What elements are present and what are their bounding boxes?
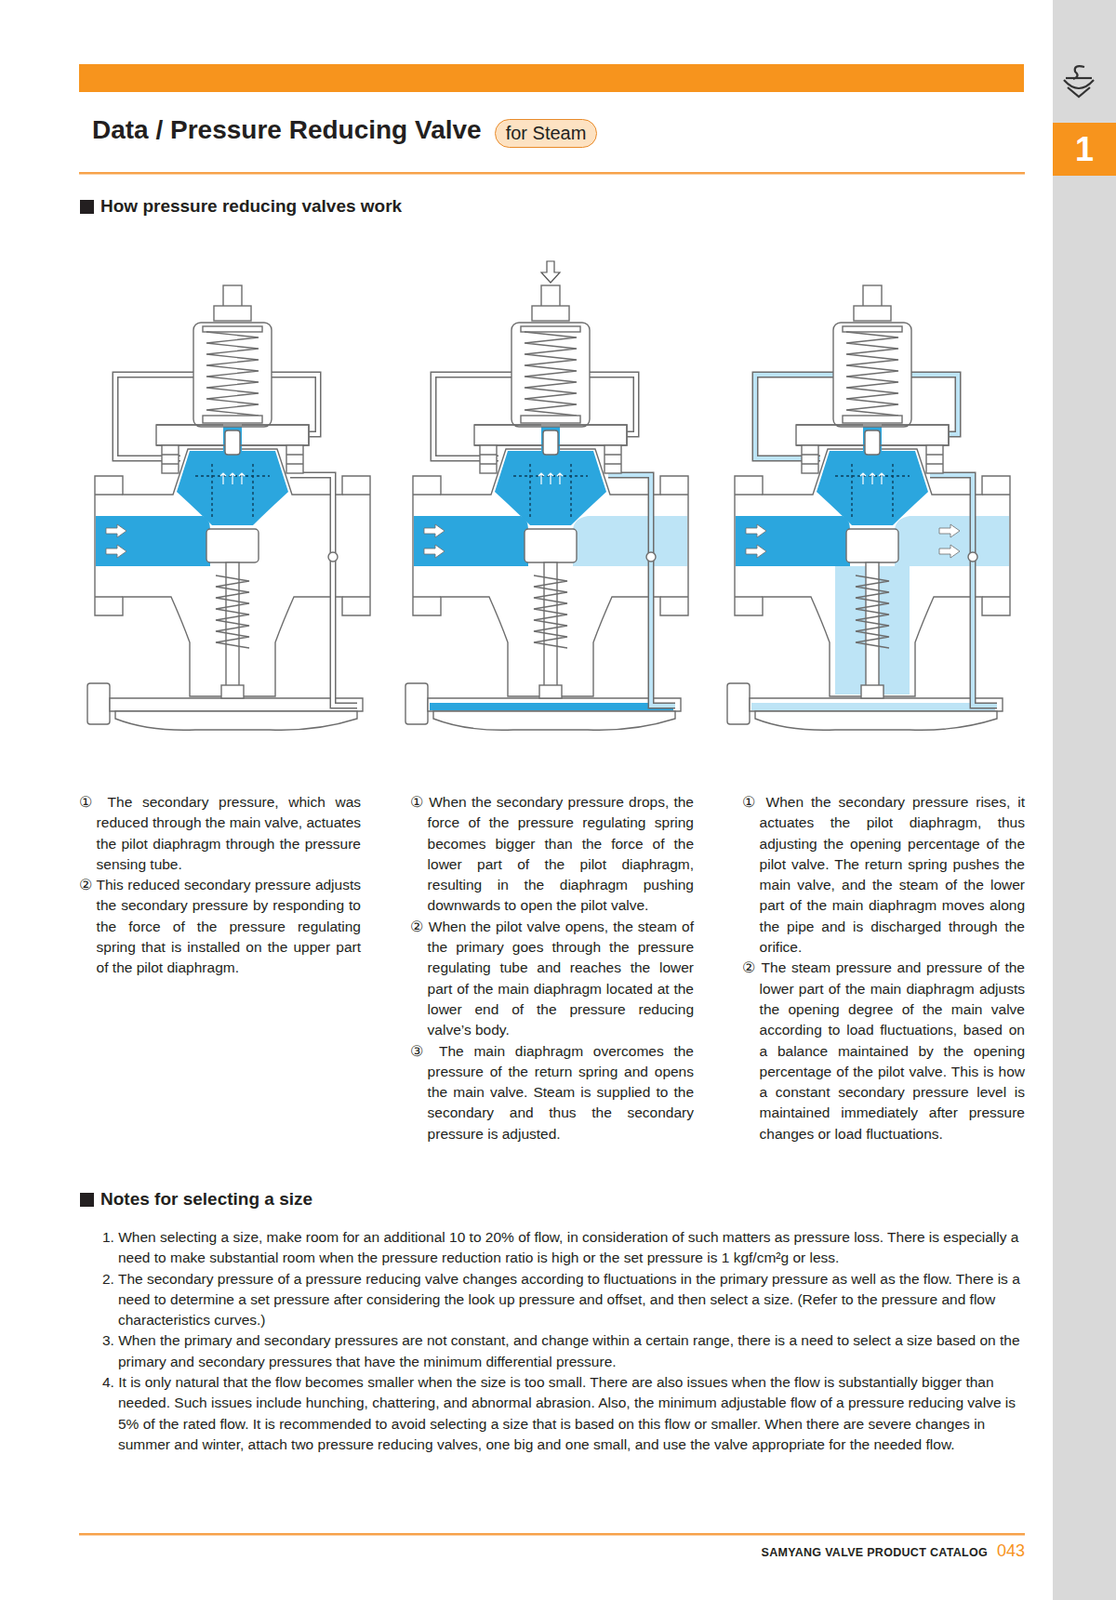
brand-logo	[1065, 77, 1092, 80]
page-title: Data / Pressure Reducing Valve	[92, 115, 482, 146]
valve-illustration	[87, 285, 371, 731]
section-heading: Notes for selecting a size	[100, 1189, 313, 1210]
section-bullet	[79, 1193, 94, 1208]
valve-illustration	[608, 475, 676, 706]
footer-rule	[79, 1533, 1025, 1537]
title-rule	[79, 172, 1025, 175]
text-column: SAMYANG VALVE PRODUCT CATALOG 043	[761, 1541, 1025, 1562]
step-text: ① When the secondary pressure rises, it …	[742, 792, 1025, 958]
valve-illustration	[572, 516, 688, 567]
tag-pill: for Steam	[494, 119, 598, 148]
valve-illustration	[412, 285, 689, 699]
valve-illustration	[608, 475, 676, 706]
text-column: How pressure reducing valves work	[100, 196, 402, 217]
valve-illustration	[939, 524, 960, 538]
brand-logo	[1063, 66, 1094, 97]
valve-illustration	[930, 475, 997, 706]
text-column: Notes for selecting a size	[100, 1189, 313, 1210]
side-band	[1052, 0, 1116, 1600]
valve-illustration	[751, 703, 996, 711]
note-text: 2. The secondary pressure of a pressure …	[102, 1269, 1025, 1332]
footer-text: 043	[996, 1541, 1025, 1562]
note-text: 3. When the primary and secondary pressu…	[102, 1330, 1025, 1373]
valve-illustration	[405, 261, 689, 731]
node-text: for Steam	[505, 122, 587, 145]
header-bar	[79, 64, 1024, 93]
step-text: ② When the pilot valve opens, the steam …	[410, 916, 694, 1042]
valve-illustration	[290, 475, 358, 706]
valve-illustration	[930, 475, 997, 706]
valve-illustration	[95, 425, 289, 567]
step-text: ① When the secondary pressure drops, the…	[410, 792, 694, 917]
valve-illustration	[734, 285, 1010, 699]
chapter-tab: 1	[1052, 122, 1116, 176]
step-text: ③ The main diaphragm overcomes the press…	[410, 1041, 694, 1145]
section-heading: How pressure reducing valves work	[100, 196, 402, 217]
step-text: ② The steam pressure and pressure of the…	[742, 957, 1025, 1145]
brand-logo	[1067, 87, 1090, 97]
valve-illustration	[727, 285, 1010, 731]
text-column: 1. When selecting a size, make room for …	[102, 1227, 1025, 1456]
valve-illustration	[290, 475, 358, 706]
valve-illustration	[894, 516, 1010, 567]
note-text: 1. When selecting a size, make room for …	[102, 1227, 1025, 1270]
text-column: ① When the secondary pressure drops, the…	[410, 792, 694, 1145]
footer-text: SAMYANG VALVE PRODUCT CATALOG	[761, 1546, 988, 1560]
note-text: 4. It is only natural that the flow beco…	[102, 1372, 1025, 1456]
valve-illustration	[939, 544, 960, 558]
section-bullet	[79, 199, 94, 214]
text-column: ① The secondary pressure, which was redu…	[79, 792, 361, 980]
text-column: ① When the secondary pressure rises, it …	[742, 792, 1025, 1145]
valve-illustration	[429, 703, 674, 711]
valve-illustration	[541, 261, 560, 283]
node-text: 1	[1075, 130, 1094, 170]
valve-illustration	[94, 285, 371, 699]
step-text: ② This reduced secondary pressure adjust…	[79, 875, 361, 979]
step-text: ① The secondary pressure, which was redu…	[79, 792, 361, 876]
